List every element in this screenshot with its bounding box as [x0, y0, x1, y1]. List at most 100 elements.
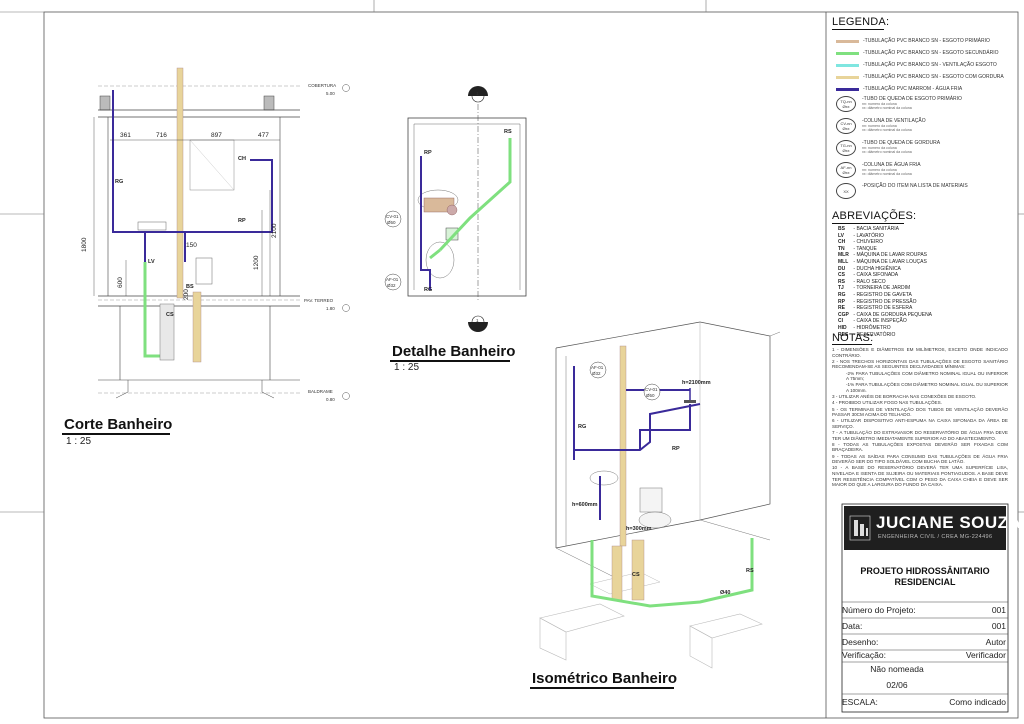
- title-block-value: 001: [991, 605, 1006, 615]
- symbol-label: -TUBO DE QUEDA DE ESGOTO PRIMÁRIO: [862, 96, 962, 102]
- abbreviation-value: - TANQUE: [853, 245, 877, 252]
- level-baldrame-value: 0.80: [326, 397, 335, 402]
- abbreviations-title: ABREVIAÇÕES:: [832, 210, 917, 222]
- abbreviation-item: TJ - TORNEIRA DE JARDIM: [838, 285, 932, 292]
- sheet-name: Não nomeada: [870, 664, 924, 674]
- abbreviation-value: - RESERVATÓRIO: [853, 331, 896, 338]
- legend-line-label: -TUBULAÇÃO PVC BRANCO SN - ESGOTO PRIMÁR…: [863, 38, 990, 44]
- iso-label-cv: CV-01: [645, 387, 658, 392]
- legend-line-label: -TUBULAÇÃO PVC BRANCO SN - VENTILAÇÃO ES…: [863, 62, 997, 68]
- note-item: 5 - OS TERMINAIS DE VENTILAÇÃO DOS TUBOS…: [832, 406, 1008, 418]
- abbreviation-item: TN - TANQUE: [838, 246, 932, 253]
- corte-label-rp: RP: [238, 218, 246, 224]
- view-title-isometrico: Isométrico Banheiro: [532, 670, 678, 687]
- abbreviation-item: RP - REGISTRO DE PRESSÃO: [838, 299, 932, 306]
- abbreviation-key: TN: [838, 245, 845, 252]
- column-tag-icon: XX: [836, 183, 856, 199]
- note-item: 6 - UTILIZAR DISPOSITIVO ANTI-ESPUMA NA …: [832, 418, 1008, 429]
- corte-label-ch: CH: [238, 156, 246, 162]
- legend-symbol-item: XX-POSIÇÃO DO ITEM NA LISTA DE MATERIAIS: [836, 183, 968, 199]
- abbreviation-value: - CAIXA DE INSPEÇÃO: [853, 318, 907, 325]
- level-baldrame-label: BALDRAME: [308, 389, 333, 394]
- legend-line-label: -TUBULAÇÃO PVC BRANCO SN - ESGOTO COM GO…: [863, 74, 1004, 80]
- title-block-value: 001: [991, 621, 1006, 631]
- abbreviation-value: - REGISTRO DE PRESSÃO: [853, 298, 917, 305]
- abbreviation-value: - REGISTRO DE ESFERA: [853, 305, 913, 312]
- abbreviation-key: CH: [838, 239, 846, 246]
- title-block-key: Data:: [842, 621, 863, 631]
- symbol-note: nn: numero da coluna: [862, 146, 897, 150]
- symbol-note: nn: numero da coluna: [862, 124, 897, 128]
- detalhe-label-rs: RS: [504, 129, 512, 135]
- symbol-sub: Øxx: [842, 148, 850, 153]
- note-item: -2% PARA TUBULAÇÕES COM DIÂMETRO NOMINAL…: [846, 370, 1008, 382]
- detalhe-label-cv: CV-01: [386, 214, 399, 219]
- legend-line-item: -TUBULAÇÃO PVC BRANCO SN - VENTILAÇÃO ES…: [836, 60, 997, 70]
- abbreviation-item: CGP - CAIXA DE GORDURA PEQUENA: [838, 312, 932, 319]
- abbreviation-item: MLL - MÁQUINA DE LAVAR LOUÇAS: [838, 259, 932, 266]
- abbreviation-item: CH - CHUVEIRO: [838, 239, 932, 246]
- company-subtitle: ENGENHEIRA CIVIL / CREA MG-224496: [878, 534, 993, 540]
- iso-height-toilet: h=300mm: [626, 526, 652, 532]
- view-scale-corte: 1 : 25: [66, 436, 92, 447]
- dim-200: 200: [183, 289, 190, 300]
- abbreviation-value: - MÁQUINA DE LAVAR ROUPAS: [853, 252, 928, 259]
- iso-label-cs: CS: [632, 572, 640, 578]
- dim-1200: 1200: [253, 255, 260, 270]
- abbreviation-key: CI: [838, 318, 843, 325]
- note-item: 3 - UTILIZAR ANÉIS DE BORRACHA NAS CONEX…: [832, 394, 977, 400]
- title-block-row: Número do Projeto: 001: [842, 605, 1006, 615]
- abbreviation-item: MLR - MÁQUINA DE LAVAR ROUPAS: [838, 252, 932, 259]
- corte-label-lv: LV: [148, 259, 155, 265]
- note-item: -1% PARA TUBULAÇÕES COM DIÂMETRO NOMINAL…: [846, 382, 1008, 393]
- detalhe-label-af: AF-01: [386, 277, 399, 282]
- detalhe-diam-cv: Ø50: [387, 220, 396, 225]
- abbreviation-key: CGP: [838, 311, 849, 318]
- symbol-sub: Øxx: [842, 104, 850, 109]
- abbreviation-key: BS: [838, 226, 845, 232]
- scale-value: Como indicado: [949, 697, 1006, 707]
- view-scale-detalhe: 1 : 25: [394, 362, 420, 373]
- symbol-label: -COLUNA DE ÁGUA FRIA: [862, 162, 921, 168]
- note-item: 4 - PROIBIDO UTILIZAR FOGO NAS TUBULAÇÕE…: [832, 400, 942, 406]
- title-block-row: Desenho:Autor: [842, 637, 1006, 647]
- iso-diam-af: Ø32: [592, 371, 601, 376]
- iso-label-af: AF-01: [591, 365, 604, 370]
- title-underline: [390, 360, 510, 362]
- abbreviation-value: - CHUVEIRO: [853, 239, 883, 246]
- abbreviation-key: RG: [838, 291, 846, 298]
- dim-2100: 2100: [271, 223, 278, 238]
- iso-label-rp: RP: [672, 446, 680, 452]
- title-block-value: Verificador: [965, 650, 1006, 660]
- abbreviation-key: RP: [838, 298, 845, 305]
- company-logo: [849, 515, 871, 541]
- iso-label-rg: RG: [578, 424, 586, 430]
- title-block-key: Número do Projeto:: [842, 605, 916, 615]
- abbreviation-item: BS - BACIA SANITÁRIA: [838, 226, 932, 233]
- corte-label-bs: BS: [186, 284, 194, 290]
- legend-line-item: -TUBULAÇÃO PVC BRANCO SN - ESGOTO PRIMÁR…: [836, 36, 990, 46]
- note-item: 1 - DIMENSÕES E DIÂMETROS EM MILÍMETROS,…: [832, 347, 1008, 358]
- note-item: 9 - TODAS AS SAÍDAS PARA CONSUMO DAS TUB…: [832, 453, 1008, 465]
- detalhe-drawing: 1 1 RS RP RG CV-01 Ø50 AF-01 Ø32: [384, 86, 527, 332]
- abbreviation-key: HID: [838, 324, 847, 331]
- corte-drawing: COBERTURA 5.00 PAV. TERREO 1.80 BALDRAME…: [81, 67, 350, 402]
- abbreviation-key: RES: [838, 331, 849, 338]
- scale-label: ESCALA:: [842, 697, 878, 707]
- iso-label-rs: RS: [746, 568, 754, 574]
- detalhe-label-rg: RG: [424, 287, 432, 293]
- notes-title: NOTAS:: [832, 332, 874, 344]
- symbol-sub: Øxx: [842, 126, 850, 131]
- detalhe-label-rp: RP: [424, 150, 432, 156]
- abbreviation-item: RE - REGISTRO DE ESFERA: [838, 305, 932, 312]
- legend-swatch: [836, 63, 859, 67]
- project-title: PROJETO HIDROSSÂNITARIO RESIDENCIAL: [860, 566, 990, 587]
- abbreviation-item: CS - CAIXA SIFONADA: [838, 272, 932, 279]
- symbol-note: nn: numero da coluna: [862, 168, 897, 172]
- abbreviation-value: - LAVATÓRIO: [853, 232, 884, 239]
- abbreviation-value: - REGISTRO DE GAVETA: [853, 291, 912, 298]
